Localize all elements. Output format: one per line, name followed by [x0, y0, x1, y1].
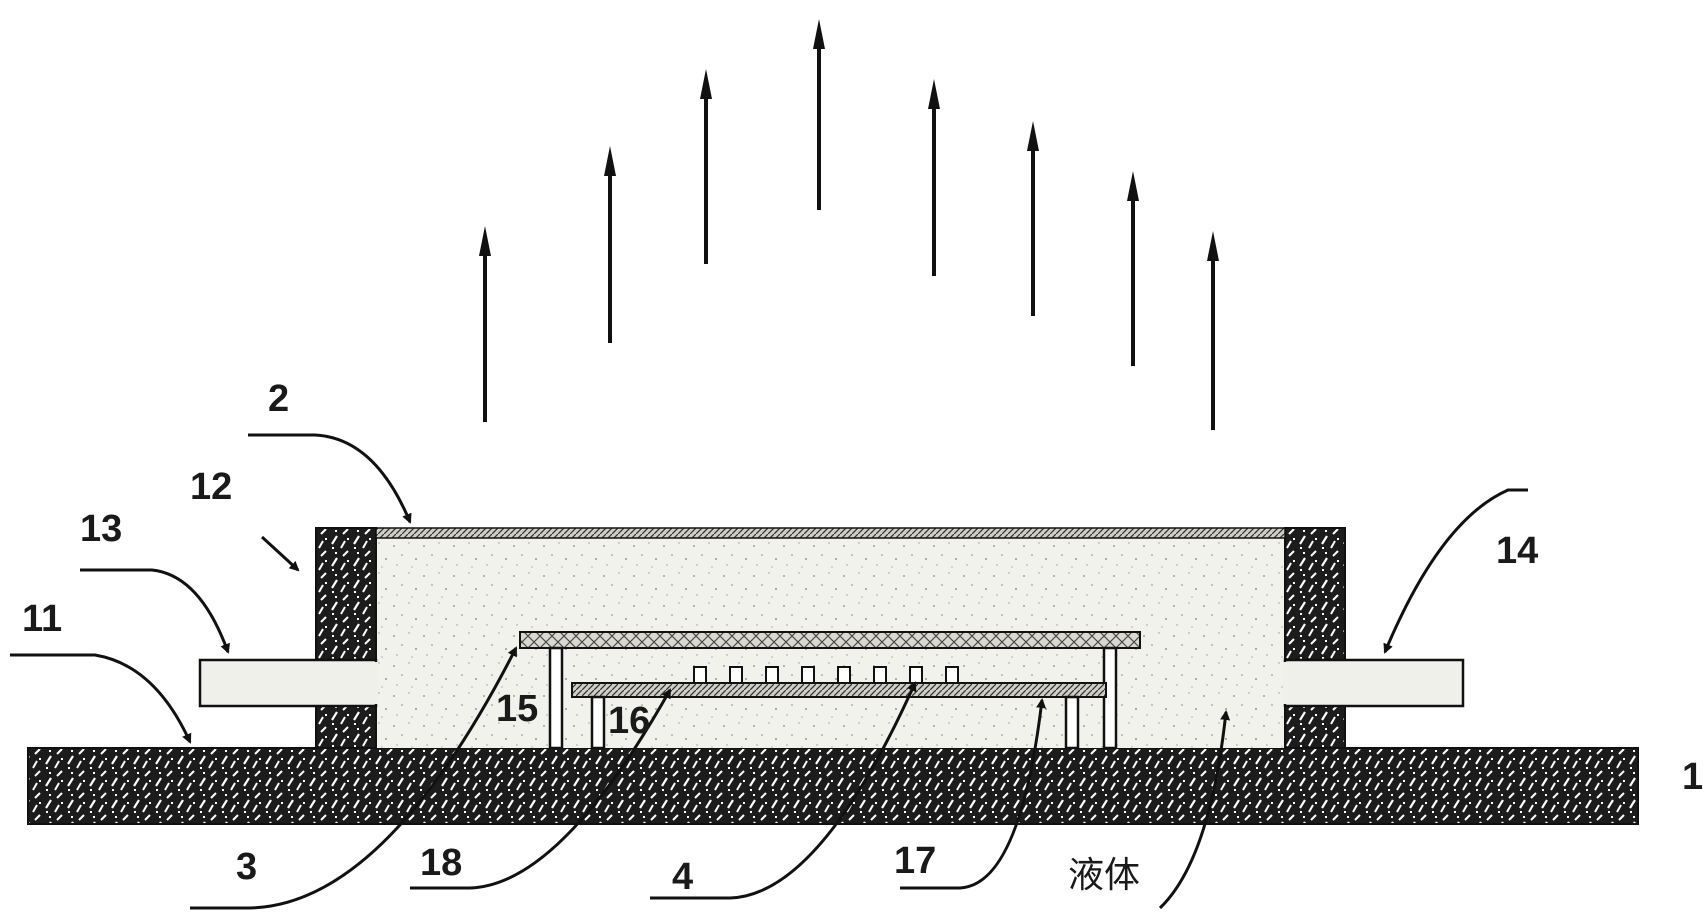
lower-board: [571, 682, 1107, 698]
leader-2: [248, 433, 412, 524]
housing-left-wall: [315, 527, 377, 749]
leader-lines: [10, 433, 1528, 910]
chip: [945, 666, 959, 684]
chip: [801, 666, 815, 684]
outlet-pipe: [1283, 658, 1465, 708]
chip: [765, 666, 779, 684]
label-17: 17: [894, 840, 937, 882]
upward-arrow-icon: [479, 226, 491, 422]
base-substrate: [27, 747, 1639, 825]
upward-arrow-icon: [1127, 171, 1139, 366]
leader-3: [190, 646, 518, 910]
upward-arrow-icon: [928, 79, 940, 276]
upward-arrow-icon: [604, 146, 616, 343]
lower-support-left: [590, 695, 606, 750]
label-15: 15: [496, 688, 539, 730]
top-cover: [375, 527, 1286, 539]
label-16: 16: [608, 700, 651, 742]
leader-17: [900, 698, 1047, 890]
leader-12: [260, 535, 300, 572]
upward-arrow-icon: [813, 19, 825, 210]
upward-arrow-icon: [1207, 231, 1219, 430]
emission-arrows: [479, 19, 1219, 430]
upper-support-left: [548, 646, 564, 750]
label-14: 14: [1496, 530, 1539, 572]
upper-plate: [519, 631, 1141, 649]
upward-arrow-icon: [700, 69, 712, 264]
leader-11: [10, 653, 192, 744]
label-4: 4: [672, 856, 694, 898]
inlet-pipe: [198, 658, 378, 708]
chip-array: [693, 666, 959, 684]
chip: [873, 666, 887, 684]
leader-18: [410, 688, 672, 890]
chip: [909, 666, 923, 684]
upward-arrow-icon: [1027, 121, 1039, 316]
leader-13: [80, 568, 230, 654]
chip: [837, 666, 851, 684]
housing-right-wall: [1284, 527, 1346, 749]
lower-support-right: [1064, 695, 1080, 750]
label-12: 12: [190, 466, 233, 508]
label-liquid: 液体: [1068, 855, 1141, 896]
label-13: 13: [80, 508, 123, 550]
label-18: 18: [420, 842, 463, 884]
label-2: 2: [268, 378, 290, 420]
label-11: 11: [22, 598, 63, 640]
chip: [693, 666, 707, 684]
leader-liquid: [1158, 710, 1231, 910]
chip: [729, 666, 743, 684]
leader-14: [1383, 488, 1528, 654]
label-3: 3: [236, 846, 258, 888]
label-1: 1: [1682, 756, 1704, 798]
leader-4: [650, 681, 917, 900]
